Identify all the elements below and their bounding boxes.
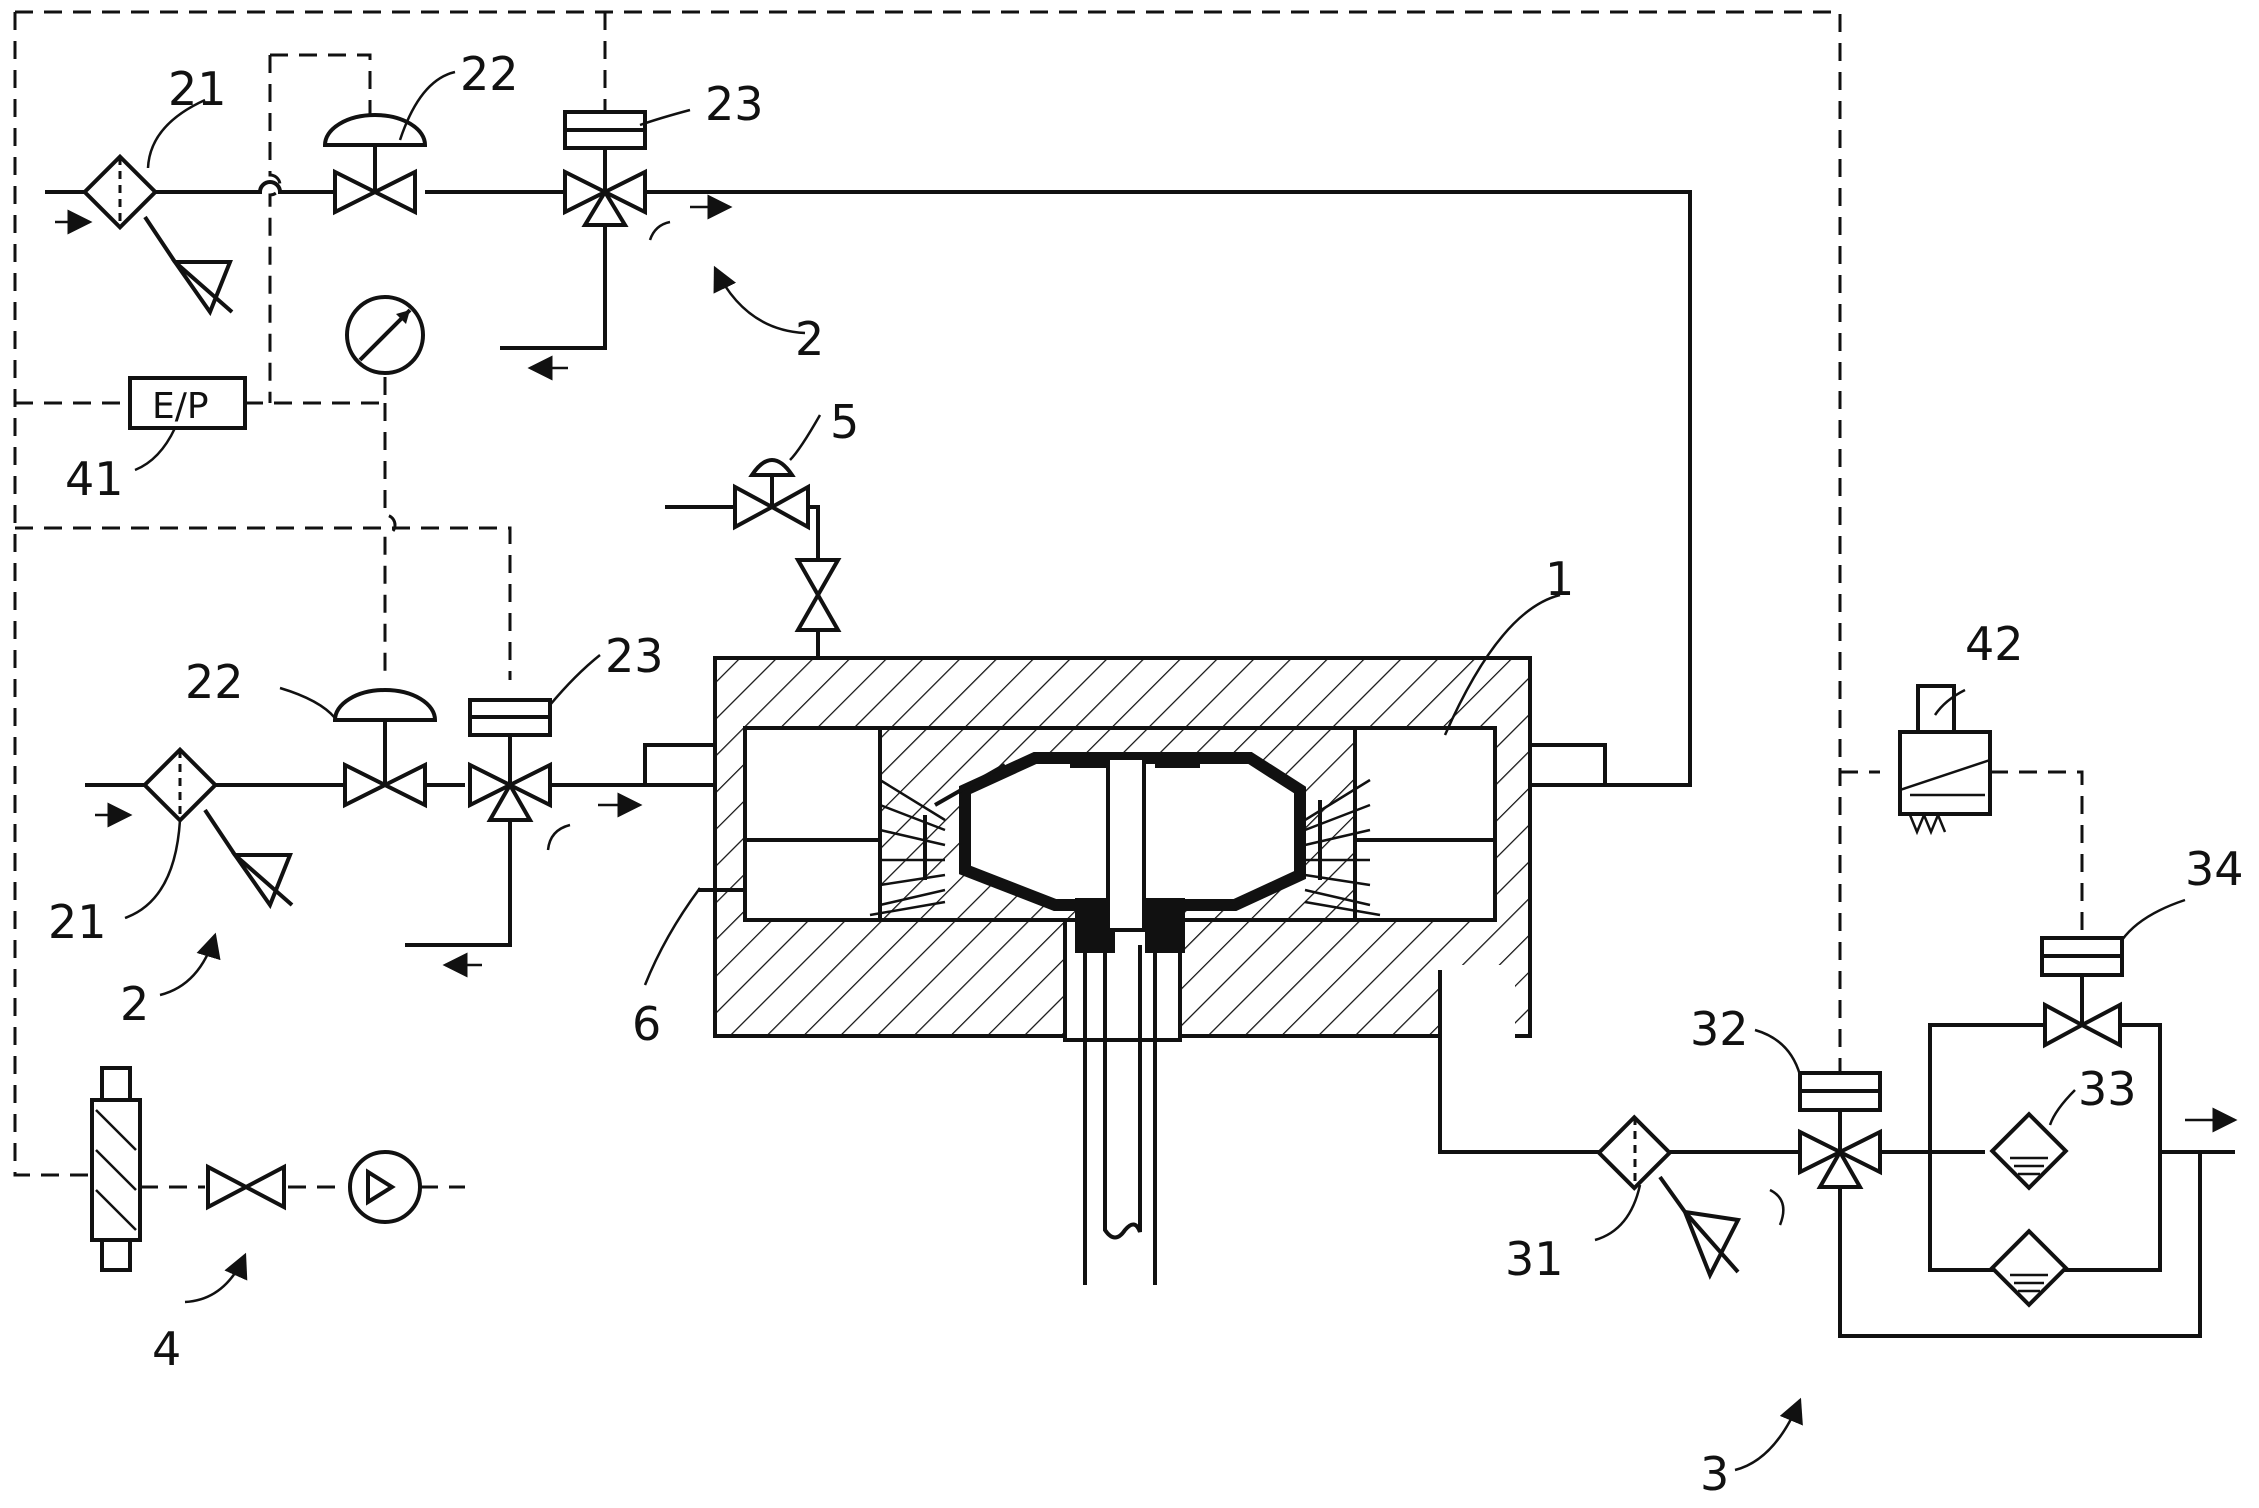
- main-body: [643, 656, 1607, 1285]
- label-reg-valve-mid: 22: [185, 655, 244, 709]
- solenoid-pilot-valve: [1898, 684, 1992, 836]
- reg-valve-top: [322, 113, 428, 216]
- ep-converter: E/P: [128, 376, 247, 430]
- reg-valve-mid: [332, 688, 438, 809]
- label-bypass-valve: 34: [2185, 842, 2244, 896]
- label-switch-valve-mid: 23: [605, 629, 664, 683]
- reference-labels: 21 22 23 2 5 41 22 23 21 2 6 1 4 31 32 3…: [48, 47, 2244, 1501]
- switch-valve-top: [563, 110, 647, 227]
- filter-exhaust: [1596, 1114, 1742, 1280]
- label-switch-valve-top: 23: [705, 77, 764, 131]
- switch-valve-mid: [468, 698, 552, 822]
- bypass-valve: [2040, 936, 2124, 1049]
- label-exhaust-valve: 32: [1690, 1002, 1749, 1056]
- leader-lines: [124, 70, 2186, 1242]
- label-top-valve: 5: [830, 395, 859, 449]
- label-reg-valve-top: 22: [460, 47, 519, 101]
- label-probe: 6: [632, 997, 661, 1051]
- label-filter-mid: 21: [48, 895, 107, 949]
- label-silencer: 33: [2078, 1062, 2137, 1116]
- filter-mid: [141, 746, 294, 910]
- silencer-icon: [1989, 1111, 2069, 1308]
- top-gas-branch: E/P: [45, 110, 1692, 787]
- label-exhaust-unit: 3: [1700, 1447, 1729, 1501]
- exhaust-unit: [1596, 684, 2238, 1472]
- label-solenoid-pilot: 42: [1965, 617, 2024, 671]
- top-vent-valve: [665, 458, 842, 728]
- pressure-gauge-icon: [345, 295, 425, 375]
- label-pilot-unit: 4: [152, 1322, 181, 1376]
- label-filter-top: 21: [168, 62, 227, 116]
- label-branch-mid: 2: [120, 977, 149, 1031]
- label-filter-exhaust: 31: [1505, 1232, 1564, 1286]
- middle-gas-branch: [85, 688, 712, 997]
- label-branch-top: 2: [795, 312, 824, 366]
- filter-top: [81, 153, 234, 317]
- pilot-unit: [90, 1066, 422, 1304]
- label-main-body: 1: [1545, 552, 1574, 606]
- ep-box-text: E/P: [152, 386, 209, 427]
- manual-valve-bottom: [206, 1163, 286, 1211]
- pump-icon: [348, 1150, 422, 1224]
- pilot-control-lines: [13, 10, 2084, 1310]
- label-ep: 41: [65, 452, 124, 506]
- exhaust-valve: [1798, 1071, 1882, 1189]
